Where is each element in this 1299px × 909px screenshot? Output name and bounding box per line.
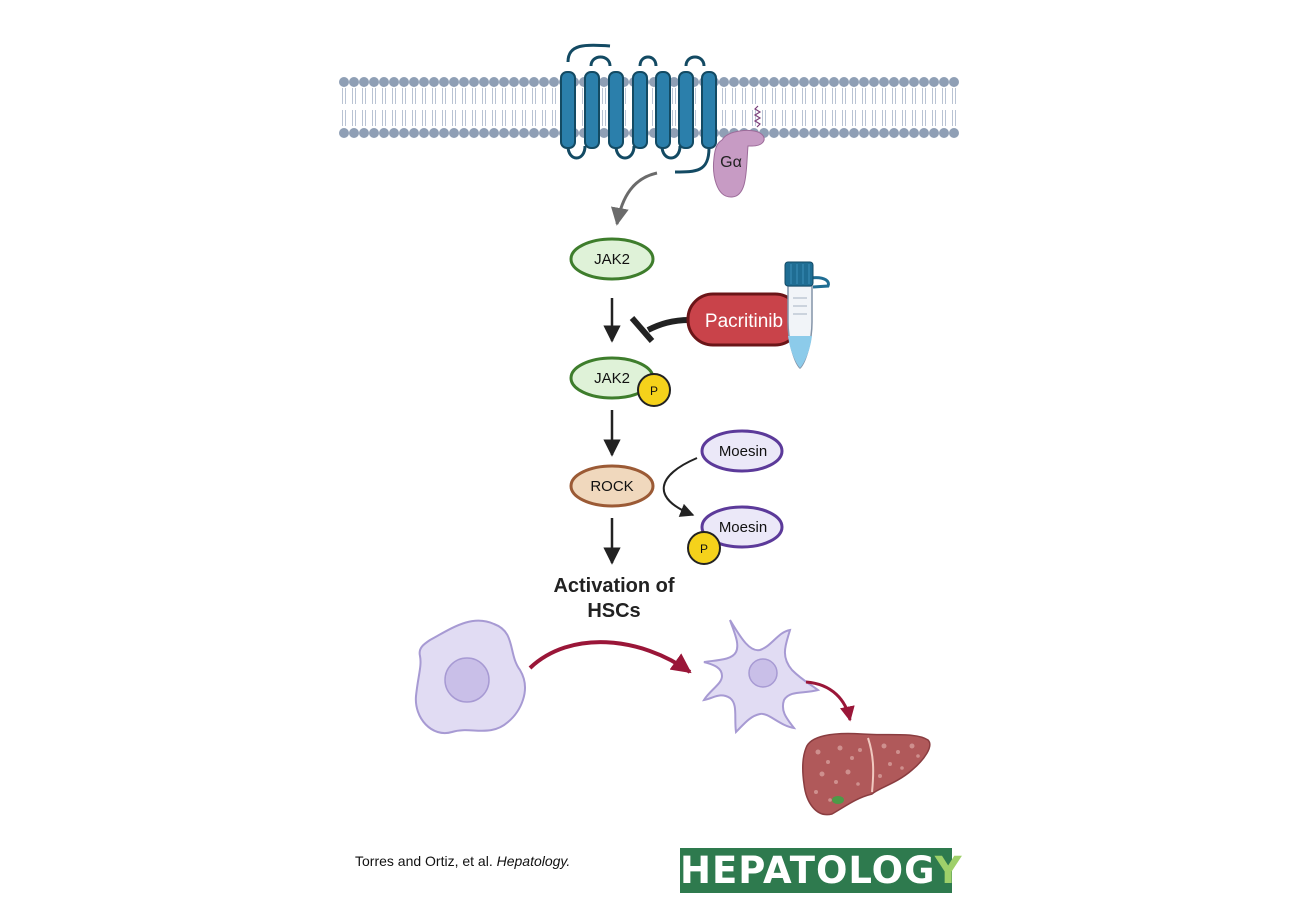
g-alpha-label: Gα (720, 154, 742, 171)
jak2-phospho-node: JAK2 P (569, 356, 671, 407)
jak2-node: JAK2 (569, 237, 655, 281)
activated-hsc-cell (701, 619, 821, 735)
activation-arrow-gpcr-jak2 (610, 171, 658, 226)
g-alpha-protein: Gα (713, 105, 765, 198)
lipid-heads-bottom (339, 128, 959, 138)
cell-membrane (339, 77, 959, 138)
moesin-node: Moesin (700, 429, 784, 473)
fibrosis-arrow (805, 680, 855, 722)
pacritinib-node: Pacritinib (686, 292, 802, 347)
logo-main-text: HEPATOLOG (680, 849, 935, 892)
jak2-phospho-label: JAK2 (594, 370, 630, 387)
lipid-heads-top (339, 77, 959, 87)
outcome-line-2: HSCs (587, 600, 640, 622)
lipid-tails (342, 88, 956, 126)
arrow-moesin-phosphorylation (662, 457, 698, 517)
outcome-line-1: Activation of (553, 575, 674, 597)
pacritinib-label: Pacritinib (705, 311, 783, 332)
citation: Torres and Ortiz, et al. Hepatology. (355, 853, 570, 869)
quiescent-hsc-cell (414, 619, 526, 735)
moesin-phospho-tag: P (700, 542, 708, 556)
jak2-phospho-tag: P (650, 384, 658, 398)
fibrotic-liver-icon (801, 732, 931, 816)
pacritinib-inhibition (629, 316, 691, 343)
logo-end-letter: Y (934, 849, 963, 892)
citation-journal: Hepatology. (496, 853, 571, 869)
rock-node: ROCK (569, 464, 655, 508)
gpcr-receptor (560, 43, 717, 174)
citation-authors: Torres and Ortiz, et al. (355, 853, 497, 869)
activation-arrow-hsc (528, 640, 692, 674)
moesin-label: Moesin (719, 443, 767, 460)
moesin-phospho-label: Moesin (719, 519, 767, 536)
hepatology-logo: HEPATOLOGY (680, 848, 961, 893)
jak2-label: JAK2 (594, 251, 630, 268)
moesin-phospho-node: Moesin P (687, 505, 784, 565)
drug-tube-icon (784, 261, 830, 370)
rock-label: ROCK (590, 478, 633, 495)
